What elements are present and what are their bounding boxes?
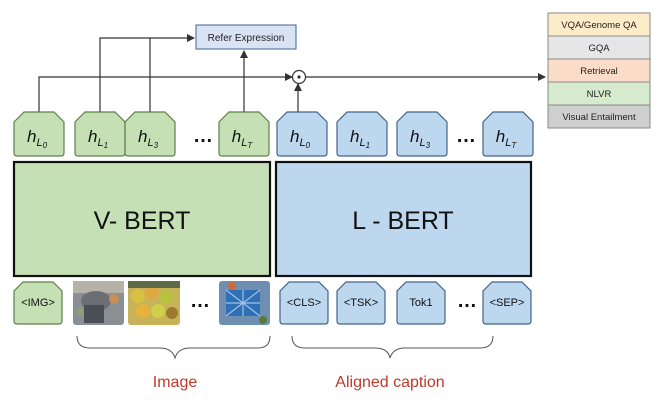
hidden-state-label: hL1 [350, 127, 370, 150]
language-input-token-3: Tok1 [396, 281, 446, 325]
v-bert-label: V- BERT [94, 207, 191, 235]
image-patch-2 [128, 281, 180, 325]
input-token-label: <CLS> [287, 297, 321, 309]
elementwise-product-node [291, 69, 307, 85]
hidden-state-label: hL0 [27, 127, 48, 150]
arrow-hl1-to-refer [99, 34, 195, 112]
input-token-label: <IMG> [21, 297, 55, 309]
image-patch-1 [73, 281, 124, 325]
l-bert-label: L - BERT [352, 207, 453, 235]
connector-lines [38, 34, 546, 112]
arrow-hl0-to-odot [38, 73, 293, 112]
input-token-label: <TSK> [344, 297, 378, 309]
hidden-state-label: hL3 [138, 127, 159, 150]
task-1: VQA/Genome QA [547, 12, 651, 37]
language-output-token-4: hLT [482, 111, 534, 157]
task-2: GQA [547, 35, 651, 60]
l-bert-encoder: L - BERT [274, 160, 533, 278]
vision-output-tokens: hL0 hL1 hL3 hLT [13, 111, 270, 157]
hidden-state-label: hLT [496, 127, 518, 150]
vision-output-ellipsis: … [193, 125, 213, 147]
vision-output-token-2: hL1 [74, 111, 126, 157]
input-token-label: <SEP> [490, 297, 525, 309]
language-output-ellipsis: … [456, 125, 476, 147]
vision-input-tokens: <IMG> [13, 281, 63, 325]
hidden-state-label: hLT [232, 127, 254, 150]
task-3: Retrieval [547, 58, 651, 83]
vision-output-token-1: hL0 [13, 111, 65, 157]
task-label: VQA/Genome QA [561, 20, 637, 31]
language-output-token-1: hL0 [276, 111, 328, 157]
language-input-tokens: <CLS> <TSK> Tok1 <SEP> [279, 281, 532, 325]
task-4: NLVR [547, 81, 651, 106]
image-caption: Image [153, 374, 198, 391]
image-patch-3 [219, 281, 270, 325]
language-input-ellipsis: … [457, 290, 477, 312]
hidden-state-label: hL1 [88, 127, 108, 150]
language-output-tokens: hL0 hL1 hL3 hLT [276, 111, 534, 157]
language-input-token-2: <TSK> [336, 281, 386, 325]
caption-brace [291, 335, 494, 359]
vision-output-token-3: hL3 [124, 111, 176, 157]
task-label: NLVR [587, 89, 612, 100]
vision-output-token-4: hLT [218, 111, 270, 157]
input-token-label: Tok1 [409, 297, 432, 309]
aligned-caption-label: Aligned caption [335, 374, 444, 391]
image-brace [76, 335, 271, 360]
task-label: GQA [588, 43, 610, 54]
v-bert-encoder: V- BERT [12, 160, 272, 278]
task-label: Retrieval [580, 66, 618, 77]
refer-expression-box: Refer Expression [195, 24, 297, 50]
refer-expression-label: Refer Expression [208, 33, 285, 44]
hidden-state-label: hL0 [290, 127, 311, 150]
language-output-token-2: hL1 [336, 111, 388, 157]
vision-input-ellipsis: … [190, 290, 210, 312]
language-output-token-3: hL3 [396, 111, 448, 157]
task-label: Visual Entailment [562, 112, 636, 123]
task-5: Visual Entailment [547, 104, 651, 129]
hidden-state-label: hL3 [410, 127, 431, 150]
vision-input-token-1: <IMG> [13, 281, 63, 325]
language-input-token-4: <SEP> [482, 281, 532, 325]
language-input-token-1: <CLS> [279, 281, 329, 325]
